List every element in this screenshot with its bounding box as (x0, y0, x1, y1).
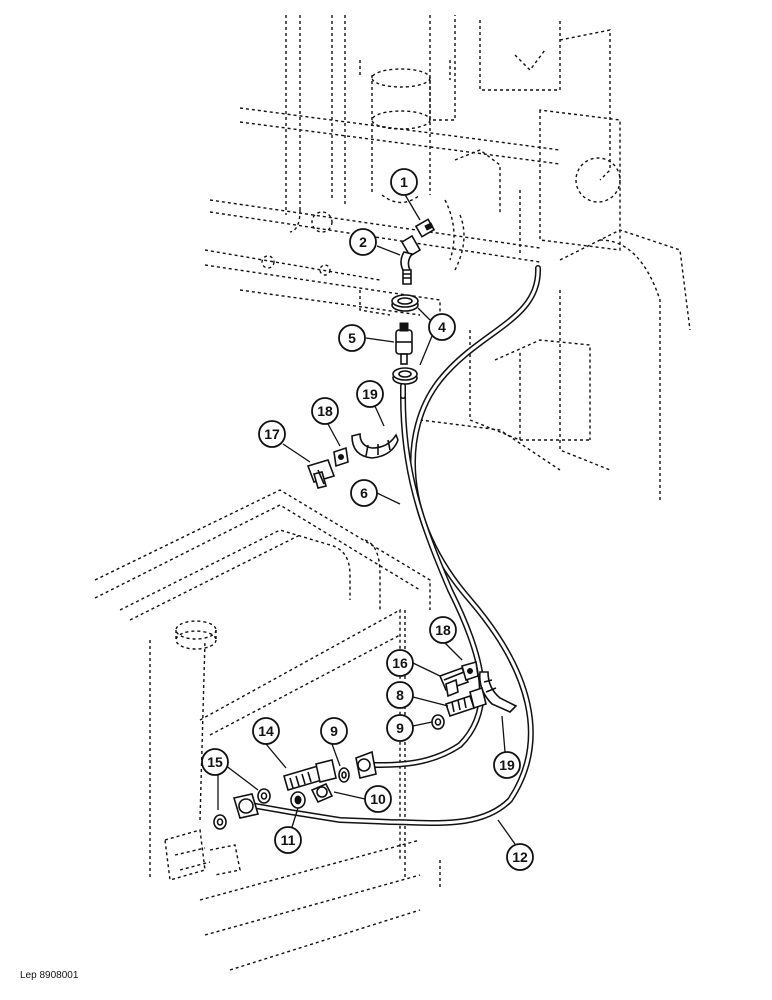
callout-1-label: 1 (400, 174, 408, 190)
callout-16-label: 16 (392, 655, 408, 671)
callout-6-label: 6 (360, 485, 368, 501)
callout-17-label: 17 (264, 426, 280, 442)
callout-2: 2 (349, 228, 377, 256)
callout-18-upper-label: 18 (317, 403, 333, 419)
leader-lines (217, 192, 516, 845)
banjo-bolt-14 (283, 759, 337, 791)
callout-5-label: 5 (348, 330, 356, 346)
callout-14: 14 (252, 717, 280, 745)
callout-19-upper-label: 19 (362, 386, 378, 402)
hose-end-6 (355, 750, 377, 779)
strap-19-upper (351, 432, 399, 459)
callout-18-upper: 18 (311, 397, 339, 425)
hose-clamp-4-upper (391, 294, 419, 312)
adapter-10 (310, 782, 334, 804)
callout-8-label: 8 (396, 687, 404, 703)
supply-hose-6 (369, 393, 485, 768)
seal-11 (290, 791, 306, 809)
bracket-17 (306, 459, 336, 489)
callout-4-label: 4 (438, 319, 446, 335)
strap-19-lower (478, 671, 518, 713)
hose-end-12 (232, 793, 260, 819)
callout-9-lower-label: 9 (330, 723, 338, 739)
clip-18-upper (333, 446, 349, 468)
background-structure (94, 15, 691, 971)
bolt-8 (444, 686, 487, 718)
callout-19-upper: 19 (356, 380, 384, 408)
callout-4: 4 (428, 313, 456, 341)
callout-15: 15 (201, 748, 229, 776)
callout-19-lower: 19 (493, 751, 521, 779)
elbow-2 (400, 234, 422, 285)
hose-clamp-4-lower (392, 367, 418, 385)
washer-9-upper (431, 714, 445, 730)
callout-10-label: 10 (370, 791, 386, 807)
clip-18-lower (461, 660, 479, 682)
connector-1 (414, 218, 436, 238)
seal-15-left (213, 814, 227, 830)
callout-12: 12 (506, 843, 534, 871)
callout-12-label: 12 (512, 849, 528, 865)
callout-9-upper-label: 9 (396, 720, 404, 736)
callout-14-label: 14 (258, 723, 274, 739)
callout-16: 16 (386, 649, 414, 677)
callout-18-lower-label: 18 (435, 622, 451, 638)
callout-18-lower: 18 (429, 616, 457, 644)
washer-9-lower (338, 767, 350, 783)
return-hose-12 (247, 265, 542, 826)
figure-reference: Lep 8908001 (20, 970, 79, 981)
callout-8: 8 (386, 681, 414, 709)
callout-17: 17 (258, 420, 286, 448)
callout-9-lower: 9 (320, 717, 348, 745)
callout-6: 6 (350, 479, 378, 507)
callout-10: 10 (364, 785, 392, 813)
callout-9-upper: 9 (386, 714, 414, 742)
fitting-5 (395, 322, 413, 365)
callout-1: 1 (390, 168, 418, 196)
callout-11: 11 (274, 826, 302, 854)
callout-19-lower-label: 19 (499, 757, 515, 773)
callout-5: 5 (338, 324, 366, 352)
seal-15-right (257, 788, 271, 804)
callout-15-label: 15 (207, 754, 223, 770)
callout-11-label: 11 (281, 832, 296, 848)
bracket-16 (438, 666, 470, 698)
callout-2-label: 2 (359, 234, 367, 250)
